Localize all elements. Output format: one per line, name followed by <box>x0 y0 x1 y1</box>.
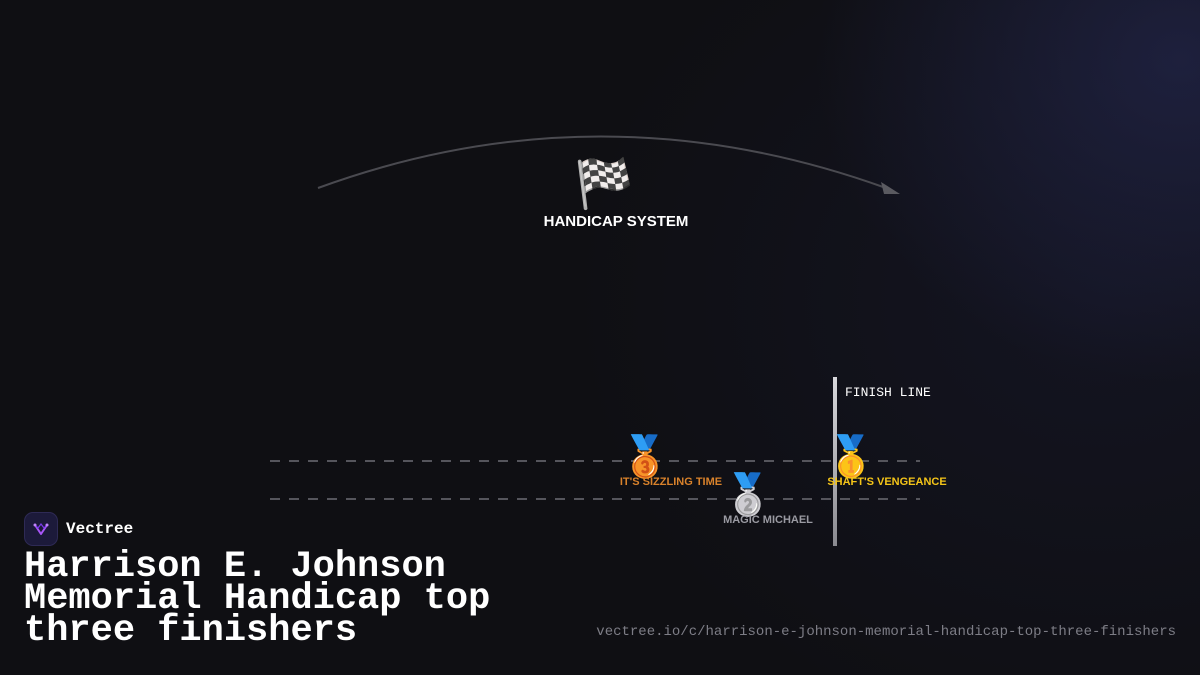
brand-name: Vectree <box>66 520 134 538</box>
bronze-medal-icon: 🥉 <box>620 433 670 480</box>
finisher-2-name: MAGIC MICHAEL <box>723 514 813 526</box>
handicap-system-label: HANDICAP SYSTEM <box>544 213 689 230</box>
finish-line <box>833 377 837 546</box>
gold-medal-icon: 🥇 <box>826 433 876 480</box>
handicap-arc <box>317 135 887 189</box>
checkered-flag-icon: 🏁 <box>574 156 634 212</box>
silver-medal-icon: 🥈 <box>723 471 773 518</box>
vectree-logo-icon <box>24 512 58 546</box>
finisher-3-name: IT'S SIZZLING TIME <box>620 476 722 488</box>
finisher-1-name: SHAFT'S VENGEANCE <box>827 476 946 488</box>
brand: Vectree <box>24 512 133 546</box>
page-url: vectree.io/c/harrison-e-johnson-memorial… <box>596 624 1176 640</box>
page-title: Harrison E. Johnson Memorial Handicap to… <box>24 546 491 652</box>
arc-arrowhead <box>881 182 900 194</box>
finish-line-label: FINISH LINE <box>845 385 931 400</box>
